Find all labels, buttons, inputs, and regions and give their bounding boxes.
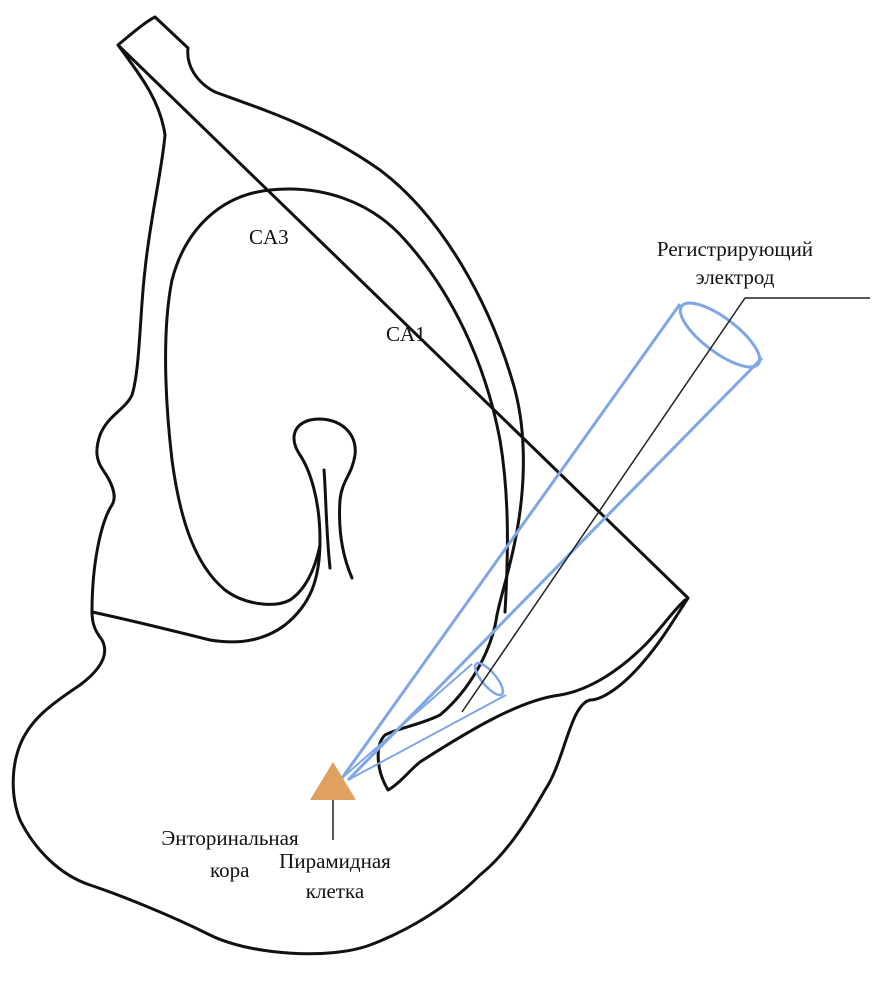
electrode-right-edge xyxy=(348,358,762,780)
label-pyramidal-line2: клетка xyxy=(240,878,430,904)
electrode-leader-line xyxy=(462,298,870,712)
label-pyramidal-line1: Пирамидная xyxy=(240,848,430,874)
label-electrode-line1: Регистрирующий xyxy=(620,236,850,262)
ca-inner-loop xyxy=(166,189,508,612)
recording-electrode xyxy=(342,293,769,780)
ca-outer-band xyxy=(92,455,320,642)
hippocampus-outline xyxy=(13,17,688,954)
electrode-tip-section xyxy=(471,659,507,699)
electrode-inner-left xyxy=(342,664,472,778)
label-ca1: CA1 xyxy=(386,321,426,347)
label-ca3: CA3 xyxy=(249,224,289,250)
dentate-inner-line xyxy=(324,470,330,568)
label-electrode-line2: электрод xyxy=(620,264,850,290)
